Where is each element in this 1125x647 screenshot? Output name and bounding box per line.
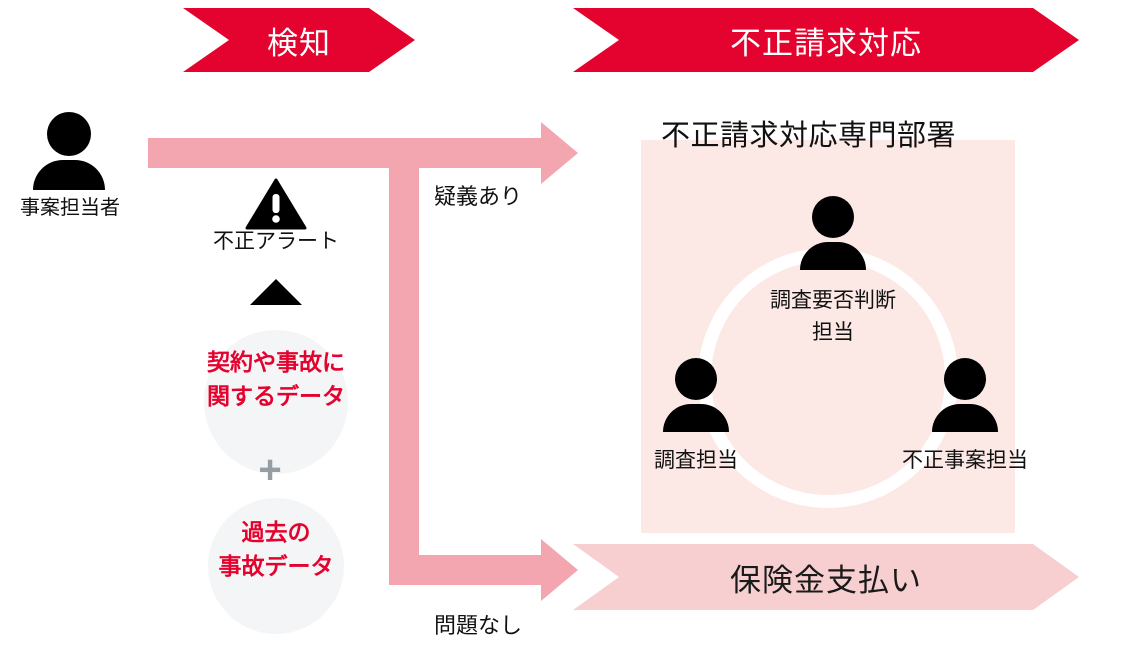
label-fraud-alert: 不正アラート xyxy=(213,230,339,253)
soft-circle-secondary-data xyxy=(208,498,344,634)
label-branch-no-issue: 問題なし xyxy=(434,613,523,638)
soft-circle-primary-data xyxy=(204,330,348,474)
label-branch-suspicious: 疑義あり xyxy=(434,184,523,209)
person-icon-fraud-case-officer xyxy=(932,358,998,432)
label-assessment-officer-line2: 担当 xyxy=(812,321,854,344)
banner-insurance-payment: 保険金支払い xyxy=(573,544,1079,610)
label-assessment-officer-line1: 調査要否判断 xyxy=(770,289,896,312)
arrow-branch-stem xyxy=(389,160,419,585)
label-secondary-data-line1: 過去の xyxy=(241,519,311,545)
label-secondary-data-line2: 事故データ xyxy=(218,553,334,579)
label-primary-data-line1: 契約や事故に xyxy=(207,349,345,375)
banner-insurance-payment-label: 保険金支払い xyxy=(730,562,922,598)
label-department-title: 不正請求対応専門部署 xyxy=(661,120,957,152)
person-icon-assessment-officer xyxy=(800,196,866,270)
up-arrow-icon xyxy=(250,279,302,305)
label-investigator: 調査担当 xyxy=(654,449,738,472)
arrow-lower-no-issue xyxy=(395,539,578,601)
warning-triangle-icon xyxy=(245,178,307,230)
person-icon-case-handler xyxy=(33,112,105,190)
arrow-upper-suspicious xyxy=(148,122,578,184)
banner-detection-label: 検知 xyxy=(267,25,331,61)
banner-fraud-response-label: 不正請求対応 xyxy=(730,25,922,61)
plus-separator-icon: + xyxy=(258,448,282,492)
label-primary-data-line2: 関するデータ xyxy=(207,383,345,409)
label-fraud-case-officer: 不正事案担当 xyxy=(902,449,1028,472)
banner-fraud-response: 不正請求対応 xyxy=(573,8,1079,72)
label-case-handler: 事案担当者 xyxy=(20,197,120,219)
person-icon-investigator xyxy=(663,358,729,432)
